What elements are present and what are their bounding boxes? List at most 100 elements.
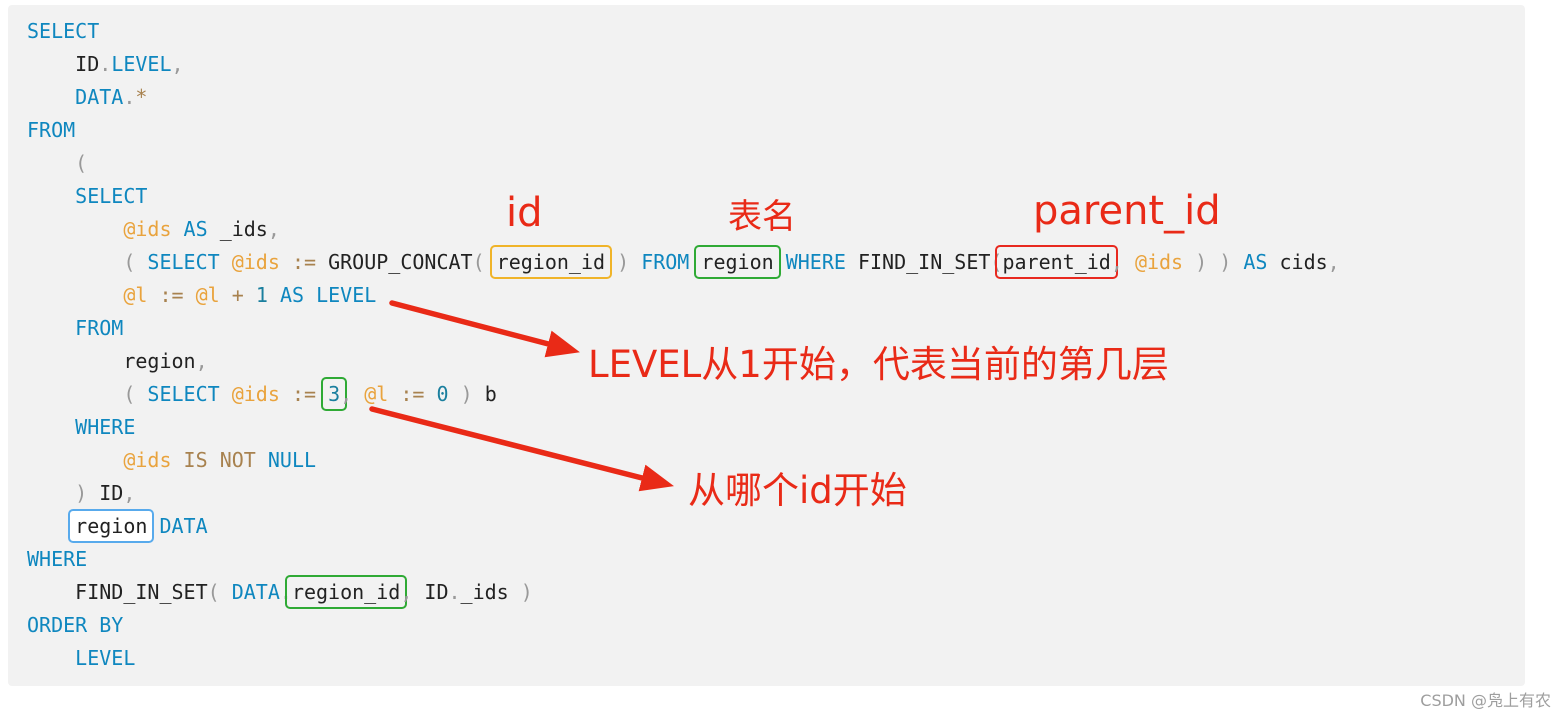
code-token: . xyxy=(279,580,292,604)
code-token xyxy=(220,382,232,406)
code-token: , xyxy=(1327,250,1340,274)
code-line: region DATA xyxy=(27,509,1340,543)
code-token xyxy=(449,382,461,406)
code-line: @l := @l + 1 AS LEVEL xyxy=(27,279,1340,312)
code-line: SELECT xyxy=(27,15,1340,48)
code-token xyxy=(424,382,436,406)
code-line: ) ID, xyxy=(27,477,1340,510)
code-token: @ids xyxy=(123,217,172,241)
code-token xyxy=(27,580,75,604)
code-token: , xyxy=(400,580,413,604)
code-line: FIND_IN_SET( DATA.region_id, ID._ids ) xyxy=(27,575,1340,609)
code-token: ( xyxy=(207,580,220,604)
code-token: . xyxy=(448,580,461,604)
code-line: WHERE xyxy=(27,411,1340,444)
code-token xyxy=(27,250,123,274)
code-token: ORDER BY xyxy=(27,613,124,637)
code-token: ( xyxy=(123,250,136,274)
code-token: := xyxy=(291,382,317,406)
code-token xyxy=(27,283,123,307)
code-token: := xyxy=(159,283,184,307)
code-token xyxy=(256,448,268,472)
code-token xyxy=(244,283,256,307)
code-token: @l xyxy=(195,283,220,307)
code-token: ( xyxy=(990,250,1003,274)
code-token xyxy=(147,283,159,307)
code-token: . xyxy=(123,85,136,109)
code-token: GROUP_CONCAT xyxy=(328,250,473,274)
code-line: LEVEL xyxy=(27,642,1340,675)
code-token xyxy=(172,217,184,241)
code-token-highlight-green-box: region_id xyxy=(284,575,408,609)
code-token: LEVEL xyxy=(75,646,136,670)
code-token: _ids xyxy=(460,580,509,604)
code-token xyxy=(352,382,364,406)
code-token xyxy=(774,250,786,274)
code-token: ) xyxy=(617,250,630,274)
code-token xyxy=(27,349,123,373)
annotation-table-name-label: 表名 xyxy=(728,197,796,237)
code-token: , xyxy=(1110,250,1123,274)
code-token: @l xyxy=(123,283,148,307)
code-token: WHERE xyxy=(75,415,136,439)
code-panel: SELECT ID.LEVEL, DATA.*FROM ( SELECT @id… xyxy=(8,5,1525,686)
code-token-highlight-green-box: 3 xyxy=(321,377,348,411)
code-token xyxy=(605,250,617,274)
code-token: @ids xyxy=(1134,250,1184,274)
code-line: ORDER BY xyxy=(27,609,1340,642)
code-token xyxy=(220,250,232,274)
code-token: NULL xyxy=(267,448,317,472)
code-token xyxy=(316,250,328,274)
code-token xyxy=(208,448,220,472)
code-token: ( xyxy=(123,382,136,406)
code-token: , xyxy=(267,217,280,241)
code-line: ( xyxy=(27,147,1340,180)
code-token: AS xyxy=(1243,250,1268,274)
code-line: @ids AS _ids, xyxy=(27,213,1340,246)
code-token: @ids xyxy=(231,382,280,406)
code-token: ) xyxy=(1195,250,1208,274)
code-line: ( SELECT @ids := 3, @l := 0 ) b xyxy=(27,377,1340,411)
code-token: SELECT xyxy=(147,250,220,274)
code-token: @ids xyxy=(231,250,280,274)
code-token xyxy=(27,646,75,670)
code-token xyxy=(1123,250,1135,274)
code-token: 1 xyxy=(255,283,268,307)
code-token: NOT xyxy=(219,448,256,472)
code-token xyxy=(846,250,858,274)
code-token: cids xyxy=(1279,250,1328,274)
code-token: * xyxy=(135,85,148,109)
code-token: 0 xyxy=(436,382,449,406)
code-token: DATA xyxy=(159,514,208,538)
code-token: FROM xyxy=(27,118,76,142)
code-token: WHERE xyxy=(785,250,846,274)
code-token xyxy=(27,184,75,208)
code-token: ID xyxy=(424,580,449,604)
code-token-highlight-green-box: region xyxy=(694,245,781,279)
code-token: SELECT xyxy=(27,19,100,43)
code-token: @ids xyxy=(123,448,172,472)
code-token xyxy=(27,481,75,505)
code-token xyxy=(87,481,99,505)
annotation-id-label: id xyxy=(506,190,543,236)
code-line: FROM xyxy=(27,312,1340,345)
code-line: region, xyxy=(27,345,1340,378)
code-token: := xyxy=(291,250,317,274)
code-token: ID xyxy=(75,52,100,76)
code-token xyxy=(135,382,147,406)
code-token xyxy=(27,217,123,241)
code-line: @ids IS NOT NULL xyxy=(27,444,1340,477)
code-line: DATA.* xyxy=(27,81,1340,114)
code-token xyxy=(220,283,232,307)
code-token: ) xyxy=(1219,250,1232,274)
code-token: AS xyxy=(279,283,305,307)
code-token: := xyxy=(400,382,425,406)
code-token xyxy=(280,250,292,274)
code-token xyxy=(208,217,220,241)
code-token: ( xyxy=(472,250,485,274)
code-token xyxy=(27,448,123,472)
code-token xyxy=(412,580,424,604)
code-token: , xyxy=(123,481,136,505)
code-token: ) xyxy=(460,382,473,406)
code-line: SELECT xyxy=(27,180,1340,213)
